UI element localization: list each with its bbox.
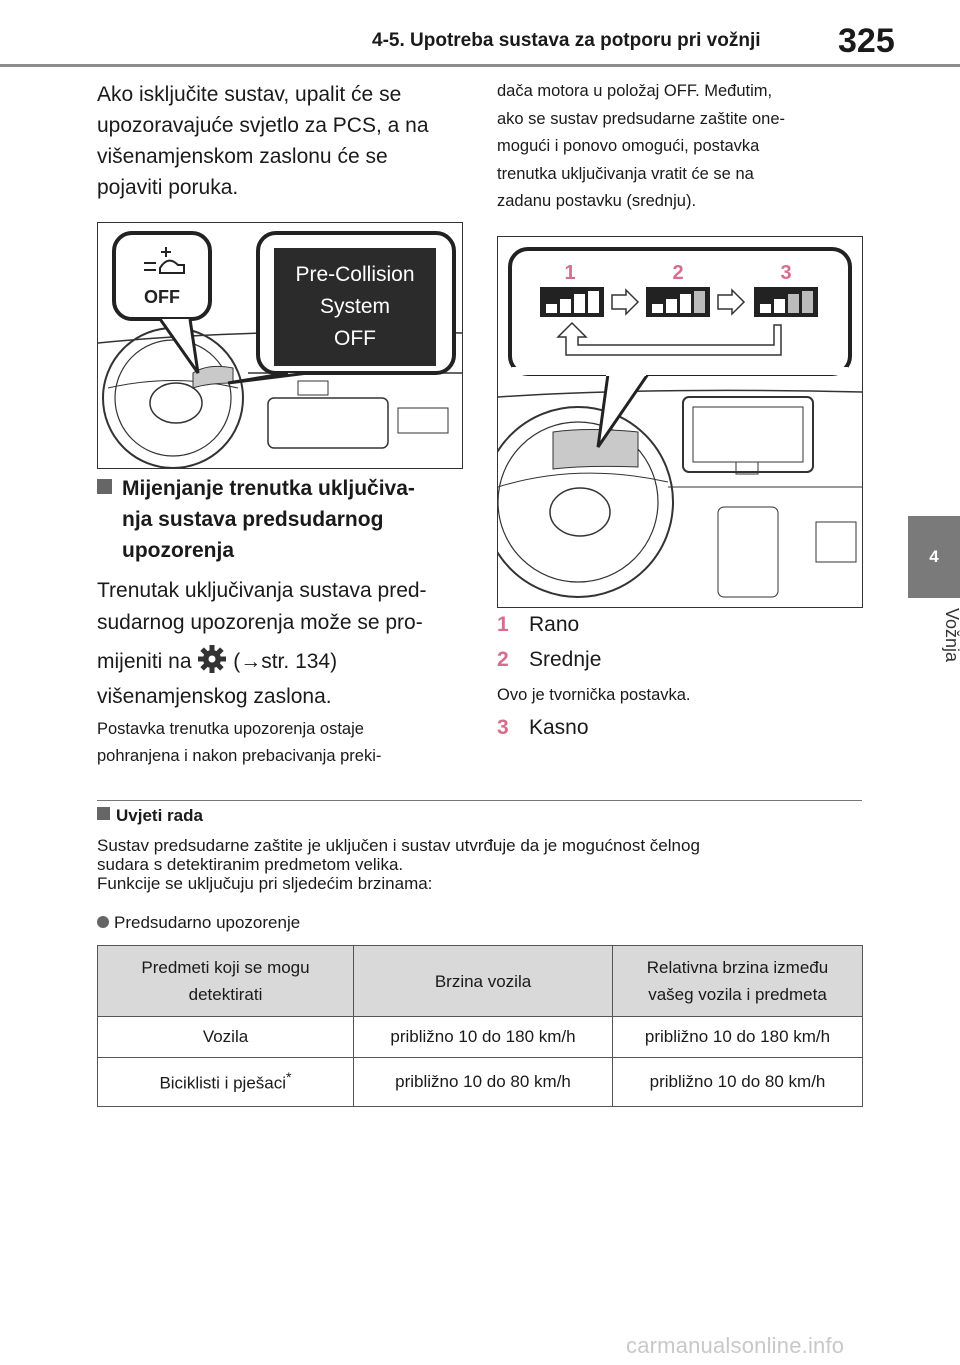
setting-label-1: 1: [564, 262, 575, 284]
list-item: 1 Rano: [497, 613, 579, 637]
display-line: Pre-Collision: [295, 263, 414, 286]
conditions-line: Sustav predsudarne zaštite je uključen i…: [97, 836, 700, 855]
return-arrow-icon: [556, 321, 782, 356]
chapter-tab[interactable]: 4: [908, 516, 960, 598]
heading-square-icon: [97, 807, 110, 820]
table-cell: približno 10 do 80 km/h: [353, 1057, 613, 1107]
cont-line: trenutka uključivanja vratit će se na: [497, 164, 754, 183]
continued-paragraph: dača motora u položaj OFF. Međutim, ako …: [497, 78, 877, 216]
chapter-number: 4: [929, 547, 939, 566]
setting-label-2: 2: [672, 262, 683, 284]
level-icon-early: [540, 287, 604, 317]
gear-icon: [198, 645, 227, 673]
timing-drawing: 1 2 3: [498, 247, 862, 598]
body-line: Trenutak uključivanja sustava pred-: [97, 579, 427, 602]
note-line: pohranjena i nakon prebacivanja preki-: [97, 747, 382, 765]
chapter-label: Vožnja: [942, 608, 960, 663]
heading-line: nja sustava predsudarnog: [122, 508, 384, 531]
item-label: Srednje: [529, 648, 602, 671]
intro-paragraph: Ako isključite sustav, upalit će se upoz…: [97, 79, 467, 203]
bullet-text: Predsudarno upozorenje: [114, 913, 301, 932]
right-arrow-icon: [611, 288, 640, 316]
heading-square-icon: [97, 479, 112, 494]
page-number: 325: [838, 22, 895, 60]
table-header: Brzina vozila: [353, 945, 613, 1017]
heading-line: upozorenja: [122, 539, 235, 562]
footnote-mark: *: [286, 1070, 292, 1087]
cont-line: dača motora u položaj OFF. Međutim,: [497, 82, 773, 100]
list-item: 3 Kasno: [497, 716, 589, 740]
factory-note: Ovo je tvornička postavka.: [497, 686, 691, 704]
conditions-line: Funkcije se uključuju pri sljedećim brzi…: [97, 874, 433, 893]
item-number: 3: [497, 716, 509, 739]
body-line: mijeniti na: [97, 650, 192, 673]
note-line: Postavka trenutka upozorenja ostaje: [97, 720, 364, 738]
table-cell: Biciklisti i pješaci*: [97, 1057, 354, 1107]
list-item: 2 Srednje: [497, 648, 601, 672]
item-label: Rano: [529, 613, 580, 636]
watermark: carmanualsonline.info: [626, 1333, 845, 1358]
pcs-off-illustration: OFF Pre-Collision System OFF: [97, 222, 463, 469]
intro-line: višenamjenskom zaslonu će se: [97, 145, 388, 168]
item-number: 1: [497, 613, 509, 636]
conditions-heading: Uvjeti rada: [97, 806, 203, 826]
conditions-line: sudara s detektiranim predmetom velika.: [97, 855, 404, 874]
dashboard-drawing: OFF Pre-Collision System OFF: [98, 231, 462, 468]
cont-line: zadanu postavku (srednju).: [497, 192, 697, 210]
setting-label-3: 3: [780, 262, 791, 284]
note-paragraph: Postavka trenutka upozorenja ostaje pohr…: [97, 716, 477, 770]
table-row: Vozila približno 10 do 180 km/h približn…: [97, 1016, 863, 1058]
timing-setting-illustration: 1 2 3: [497, 236, 863, 608]
page-reference-link[interactable]: (→str. 134): [233, 650, 338, 673]
cont-line: mogući i ponovo omogući, postavka: [497, 137, 760, 155]
table-cell: približno 10 do 180 km/h: [612, 1016, 863, 1058]
body-paragraph: Trenutak uključivanja sustava pred- suda…: [97, 575, 477, 713]
table-cell: približno 10 do 80 km/h: [612, 1057, 863, 1107]
body-line: višenamjenskog zaslona.: [97, 685, 332, 708]
table-row: Biciklisti i pješaci* približno 10 do 80…: [97, 1057, 863, 1107]
intro-line: Ako isključite sustav, upalit će se: [97, 83, 402, 106]
section-title: 4-5. Upotreba sustava za potporu pri vož…: [372, 30, 761, 51]
table-cell: Vozila: [97, 1016, 354, 1058]
bullet-item: Predsudarno upozorenje: [97, 913, 300, 933]
level-icon-late: [754, 287, 818, 317]
section-heading: Mijenjanje trenutka uključiva- nja susta…: [97, 473, 467, 566]
bullet-dot-icon: [97, 916, 109, 928]
level-icon-middle: [646, 287, 710, 317]
pcs-off-text: OFF: [144, 287, 180, 307]
cont-line: ako se sustav predsudarne zaštite one-: [497, 109, 786, 128]
display-line: OFF: [334, 327, 376, 350]
intro-line: pojaviti poruka.: [97, 176, 239, 199]
table-cell: približno 10 do 180 km/h: [353, 1016, 613, 1058]
intro-line: upozoravajuće svjetlo za PCS, a na: [97, 114, 429, 137]
heading-line: Mijenjanje trenutka uključiva-: [122, 477, 415, 500]
conditions-text: Sustav predsudarne zaštite je uključen i…: [97, 836, 867, 893]
section-divider: [97, 800, 862, 801]
header-rule: [0, 64, 960, 67]
conditions-heading-text: Uvjeti rada: [116, 806, 203, 825]
right-arrow-icon: [717, 288, 746, 316]
item-number: 2: [497, 648, 509, 671]
display-line: System: [320, 295, 390, 318]
item-label: Kasno: [529, 716, 589, 739]
body-line: sudarnog upozorenja može se pro-: [97, 611, 423, 634]
